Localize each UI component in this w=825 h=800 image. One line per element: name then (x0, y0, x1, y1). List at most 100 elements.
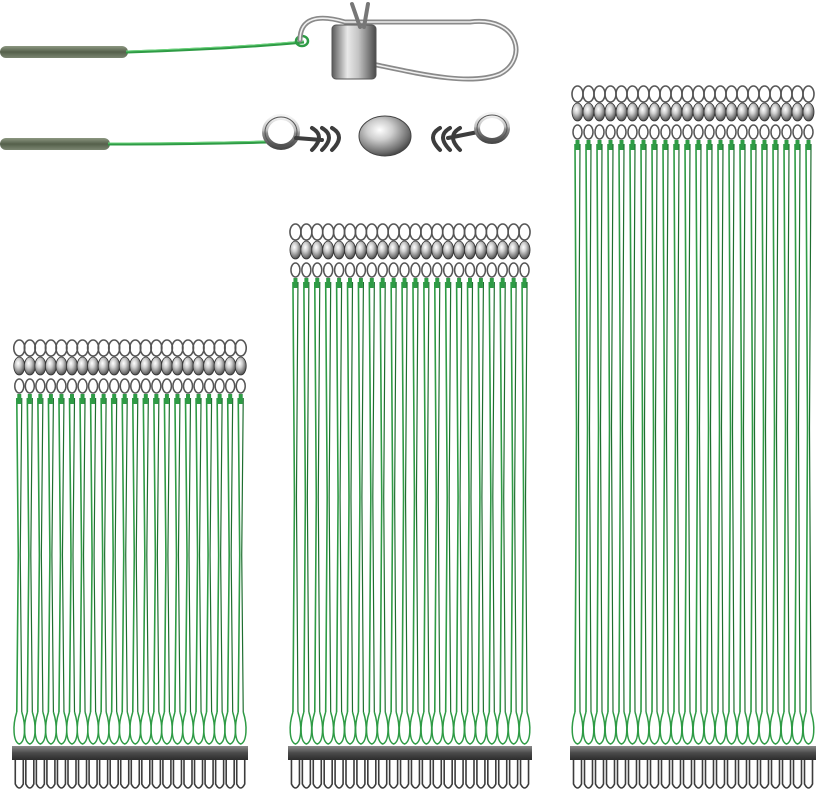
swivel-eye-icon (160, 339, 174, 357)
swivel-eye-icon (203, 378, 215, 394)
swivel-bead-icon (571, 102, 584, 122)
green-wire (662, 143, 666, 713)
wire-loop (13, 711, 26, 745)
leader (474, 223, 488, 789)
swivel-bead-icon (45, 356, 57, 376)
swivel-bead-icon (431, 240, 444, 260)
wire-loop (192, 711, 205, 745)
swivel-eye-icon (582, 85, 595, 103)
swivel-eye-icon (172, 378, 183, 394)
coated-sleeve (0, 138, 110, 150)
swivel-bead-icon (714, 102, 727, 122)
swivel-bead-icon (224, 356, 237, 376)
green-wire (488, 281, 492, 713)
swivel-eye-icon (593, 85, 606, 103)
green-wire (750, 143, 754, 713)
snap-wire-icon (67, 760, 77, 789)
leader (430, 223, 444, 789)
swivel-eye-icon (354, 223, 368, 241)
wire-loop (431, 711, 444, 745)
green-wire (142, 397, 146, 713)
swivel-bead-icon (322, 240, 335, 260)
swivel-eye-icon (758, 85, 771, 103)
leader (582, 85, 595, 789)
wire-loop (129, 711, 142, 745)
snap-wire-icon (781, 760, 792, 789)
swivel-eye-icon (747, 85, 760, 103)
wire-loop (747, 711, 760, 745)
swivel-bead-icon (344, 240, 356, 260)
snap-wire-icon (497, 760, 508, 789)
swivel-bead-icon (791, 102, 804, 122)
green-wire (783, 143, 787, 713)
swivel-bead-icon (358, 115, 412, 157)
swivel-eye-icon (474, 223, 488, 241)
leader (160, 339, 174, 789)
leader (387, 223, 400, 789)
leader (150, 339, 163, 789)
swivel-eye-icon (202, 339, 216, 357)
green-wire (47, 397, 51, 713)
leader (376, 223, 390, 789)
swivel-eye-icon (365, 223, 379, 241)
swivel-eye-icon (507, 223, 520, 241)
snap-wire-icon (183, 760, 193, 789)
swivel-bead-icon (365, 240, 378, 260)
snap-wire-icon (421, 760, 432, 789)
swivel-bead-icon (518, 240, 531, 260)
swivel-eye-icon (181, 339, 195, 357)
green-wire (499, 281, 503, 713)
snap-wire-icon (476, 760, 486, 789)
green-wire (15, 397, 20, 713)
green-wire (433, 281, 438, 713)
wire-loop (34, 711, 47, 745)
leader (496, 223, 510, 789)
green-wire (68, 397, 72, 713)
swivel-eye-icon (519, 262, 530, 278)
green-wire (100, 397, 104, 713)
snap-wire-icon (14, 760, 25, 789)
snap-wire-icon (25, 760, 35, 789)
wire-loop (736, 711, 749, 745)
leader (714, 85, 727, 789)
swivel-eye-icon (660, 124, 671, 140)
swivel-bead-icon (182, 356, 194, 376)
snap-wire-icon (312, 760, 323, 789)
green-wire (466, 281, 470, 713)
green-wire (324, 281, 328, 713)
wire-loop (97, 711, 110, 745)
swivel-eye-icon (518, 223, 531, 241)
swivel-bead-icon (139, 356, 152, 376)
wire-loop (659, 711, 672, 745)
leader (571, 85, 584, 789)
swivel-eye-icon (583, 124, 594, 140)
snap-wire-icon (141, 760, 151, 789)
green-wire (794, 143, 798, 713)
swivel-eye-icon (23, 339, 37, 357)
swivel-eye-icon (140, 378, 152, 394)
snap-wire-icon (508, 760, 519, 789)
snap-wire-icon (432, 760, 443, 789)
leader (518, 223, 531, 789)
wire-loop (453, 711, 466, 745)
green-wire (728, 143, 732, 713)
swivel-eye-icon (87, 378, 99, 394)
swivel-eye-icon (792, 124, 803, 140)
swivel-bead-icon (780, 102, 793, 122)
swivel-eye-icon (213, 339, 226, 357)
snap-wire-icon (726, 760, 737, 789)
leader (128, 339, 142, 789)
medium-bundle (288, 223, 532, 789)
swivel-bead-icon (692, 102, 705, 122)
wire-loop (398, 711, 411, 745)
green-wire (237, 397, 241, 713)
leader (659, 85, 672, 789)
snap-wire-icon (388, 760, 399, 789)
swivel-bead-icon (234, 356, 247, 376)
leader (441, 223, 455, 789)
wire-loop (23, 711, 36, 745)
leader (76, 339, 89, 789)
snap-wire-icon (130, 760, 141, 789)
swivel-eye-icon (76, 339, 89, 357)
